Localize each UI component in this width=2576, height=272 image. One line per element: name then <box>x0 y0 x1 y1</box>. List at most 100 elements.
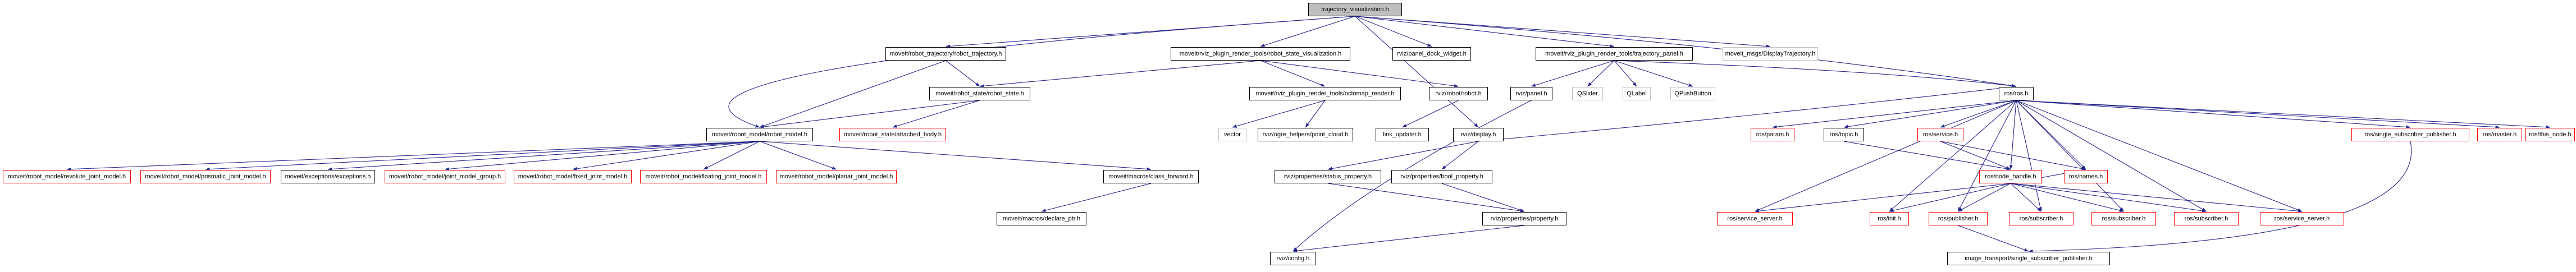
node-moveit-robot-model-prismatic-joint-model-h[interactable]: moveit/robot_model/prismatic_joint_model… <box>140 170 271 183</box>
node-ros-service-h[interactable]: ros/service.h <box>1917 128 1963 141</box>
node-image-transport-single-subscriber-publisher-h[interactable]: image_transport/single_subscriber_publis… <box>1947 252 2110 265</box>
edge-tp-to-ql <box>1614 60 1637 87</box>
edge-rm-to-flo <box>703 141 760 170</box>
edge-ros-to-top <box>1843 100 2017 128</box>
node-rviz-display-h[interactable]: rviz/display.h <box>1453 128 1504 141</box>
edge-rs-to-rm <box>759 100 980 129</box>
edge-top-to-nh <box>1843 141 2011 170</box>
edge-nh-to-ini <box>1889 183 2011 213</box>
node-moveit-msgs-displaytrajectory-h[interactable]: moveit_msgs/DisplayTrajectory.h <box>1723 47 1818 61</box>
edge-nh-to-su3 <box>2010 183 2207 213</box>
edge-nh-to-ss2 <box>2010 183 2303 213</box>
node-moveit-robot-model-floating-joint-model-h[interactable]: moveit/robot_model/floating_joint_model.… <box>640 170 767 183</box>
edge-root-to-pdw <box>1355 16 1432 47</box>
edge-rm-to-rev <box>66 141 760 171</box>
edge-rsv-to-rr <box>1260 60 1459 88</box>
node-ros-names-h[interactable]: ros/names.h <box>2064 170 2108 183</box>
edge-tp-to-pn <box>1531 60 1615 87</box>
node-ros-init-h[interactable]: ros/init.h <box>1870 212 1909 225</box>
edge-ros-to-ss2 <box>2016 100 2303 212</box>
node-ros-single-subscriber-publisher-h[interactable]: ros/single_subscriber_publisher.h <box>2351 128 2469 141</box>
edge-ros-to-tn <box>2016 100 2551 129</box>
edge-cf-to-dp <box>1041 183 1152 213</box>
edge-ros-to-su1 <box>2016 100 2042 212</box>
node-moveit-robot-model-revolute-joint-model-h[interactable]: moveit/robot_model/revolute_joint_model.… <box>3 170 131 183</box>
node-rviz-properties-bool-property-h[interactable]: rviz/properties/bool_property.h <box>1391 170 1492 183</box>
node-ros-service-server-h[interactable]: ros/service_server.h <box>1717 212 1793 225</box>
edge-dis-to-bp <box>1441 141 1479 170</box>
node-moveit-robot-state-attached-body-h[interactable]: moveit/robot_state/attached_body.h <box>839 128 946 141</box>
edge-pn-to-cfg <box>1292 100 1532 252</box>
edge-or-to-pc <box>1305 100 1326 128</box>
edge-pub-to-itssp <box>1958 225 2029 252</box>
edge-root-to-tp <box>1355 16 1615 48</box>
node-moveit-rviz-plugin-render-tools-trajectory-panel-h[interactable]: moveit/rviz_plugin_render_tools/trajecto… <box>1536 47 1693 61</box>
node-moveit-exceptions-exceptions-h[interactable]: moveit/exceptions/exceptions.h <box>281 170 375 183</box>
edge-nh-to-su2 <box>2010 183 2124 213</box>
edge-tp-to-qp <box>1614 60 1693 87</box>
edge-tp-to-qs <box>1587 60 1615 87</box>
node-moveit-robot-state-robot-state-h[interactable]: moveit/robot_state/robot_state.h <box>929 87 1030 100</box>
edge-rssp-to-itssp <box>2028 141 2412 253</box>
node-rviz-panel-dock-widget-h[interactable]: rviz/panel_dock_widget.h <box>1392 47 1471 61</box>
node-rviz-properties-property-h[interactable]: rviz/properties/property.h <box>1482 212 1566 225</box>
edge-rt-to-rs <box>946 60 980 87</box>
edge-rm-to-pri <box>205 141 760 171</box>
node-trajectory-visualization-h[interactable]: trajectory_visualization.h <box>1308 3 1402 16</box>
node-qslider[interactable]: QSlider <box>1572 87 1603 100</box>
edge-ros-to-ini <box>1889 100 2017 212</box>
edge-or-to-vec <box>1232 100 1326 128</box>
edge-ros-to-pub <box>1958 100 2017 212</box>
node-ros-publisher-h[interactable]: ros/publisher.h <box>1929 212 1988 225</box>
edge-rsv-to-rs <box>979 60 1261 88</box>
node-ros-master-h[interactable]: ros/master.h <box>2477 128 2522 141</box>
node-ros-subscriber-h[interactable]: ros/subscriber.h <box>2091 212 2156 225</box>
node-qlabel[interactable]: QLabel <box>1623 87 1651 100</box>
edge-rt-to-rm <box>759 60 946 128</box>
node-rviz-properties-status-property-h[interactable]: rviz/properties/status_property.h <box>1275 170 1381 183</box>
node-moveit-rviz-plugin-render-tools-octomap-render-h[interactable]: moveit/rviz_plugin_render_tools/octomap_… <box>1249 87 1401 100</box>
edge-ser-to-nam <box>1940 141 2086 170</box>
edge-sp-to-prop <box>1327 183 1525 213</box>
node-moveit-rviz-plugin-render-tools-robot-state-visualization-h[interactable]: moveit/rviz_plugin_render_tools/robot_st… <box>1171 47 1350 61</box>
node-moveit-robot-model-robot-model-h[interactable]: moveit/robot_model/robot_model.h <box>706 128 813 141</box>
node-ros-param-h[interactable]: ros/param.h <box>1751 128 1794 141</box>
node-ros-topic-h[interactable]: ros/topic.h <box>1824 128 1864 141</box>
edge-nh-to-ss1 <box>1755 183 2011 213</box>
node-ros-subscriber-h[interactable]: ros/subscriber.h <box>2174 212 2239 225</box>
node-ros-service-server-h[interactable]: ros/service_server.h <box>2260 212 2344 225</box>
edge-rm-to-cf <box>759 141 1152 171</box>
node-moveit-robot-model-planar-joint-model-h[interactable]: moveit/robot_model/planar_joint_model.h <box>776 170 897 183</box>
node-ros-node-handle-h[interactable]: ros/node_handle.h <box>1979 170 2042 183</box>
edge-ros-to-ss1 <box>1755 100 2017 212</box>
edge-rm-to-fix <box>572 141 760 170</box>
node-moveit-robot-model-joint-model-group-h[interactable]: moveit/robot_model/joint_model_group.h <box>385 170 505 183</box>
node-moveit-robot-trajectory-robot-trajectory-h[interactable]: moveit/robot_trajectory/robot_trajectory… <box>885 47 1006 61</box>
node-moveit-robot-model-fixed-joint-model-h[interactable]: moveit/robot_model/fixed_joint_model.h <box>514 170 632 183</box>
edge-ros-to-mas <box>2016 100 2500 129</box>
node-moveit-macros-declare-ptr-h[interactable]: moveit/macros/declare_ptr.h <box>997 212 1086 225</box>
node-rviz-panel-h[interactable]: rviz/panel.h <box>1510 87 1552 100</box>
edge-root-to-ros <box>1355 16 2017 87</box>
node-link-updater-h[interactable]: link_updater.h <box>1376 128 1429 141</box>
node-ros-this-node-h[interactable]: ros/this_node.h <box>2525 128 2575 141</box>
edge-tp-to-ros <box>1614 60 2017 88</box>
edge-dis-to-ros <box>1478 85 2017 142</box>
node-rviz-ogre-helpers-point-cloud-h[interactable]: rviz/ogre_helpers/point_cloud.h <box>1258 128 1353 141</box>
edge-rs-to-ab <box>892 100 980 128</box>
node-rviz-robot-robot-h[interactable]: rviz/robot/robot.h <box>1429 87 1488 100</box>
node-vector[interactable]: vector <box>1218 128 1246 141</box>
edge-ros-to-su3 <box>2016 100 2207 212</box>
edge-bp-to-prop <box>1441 183 1525 212</box>
node-rviz-config-h[interactable]: rviz/config.h <box>1270 252 1316 265</box>
node-ros-ros-h[interactable]: ros/ros.h <box>1999 87 2034 100</box>
edge-ros-to-rssp <box>2016 100 2411 129</box>
edge-rsv-to-or <box>1260 60 1326 87</box>
edge-ros-to-nam <box>2016 100 2086 170</box>
node-ros-subscriber-h[interactable]: ros/subscriber.h <box>2009 212 2073 225</box>
edge-nh-to-su1 <box>2010 183 2041 212</box>
node-qpushbutton[interactable]: QPushButton <box>1670 87 1715 100</box>
node-moveit-macros-class-forward-h[interactable]: moveit/macros/class_forward.h <box>1103 170 1199 183</box>
